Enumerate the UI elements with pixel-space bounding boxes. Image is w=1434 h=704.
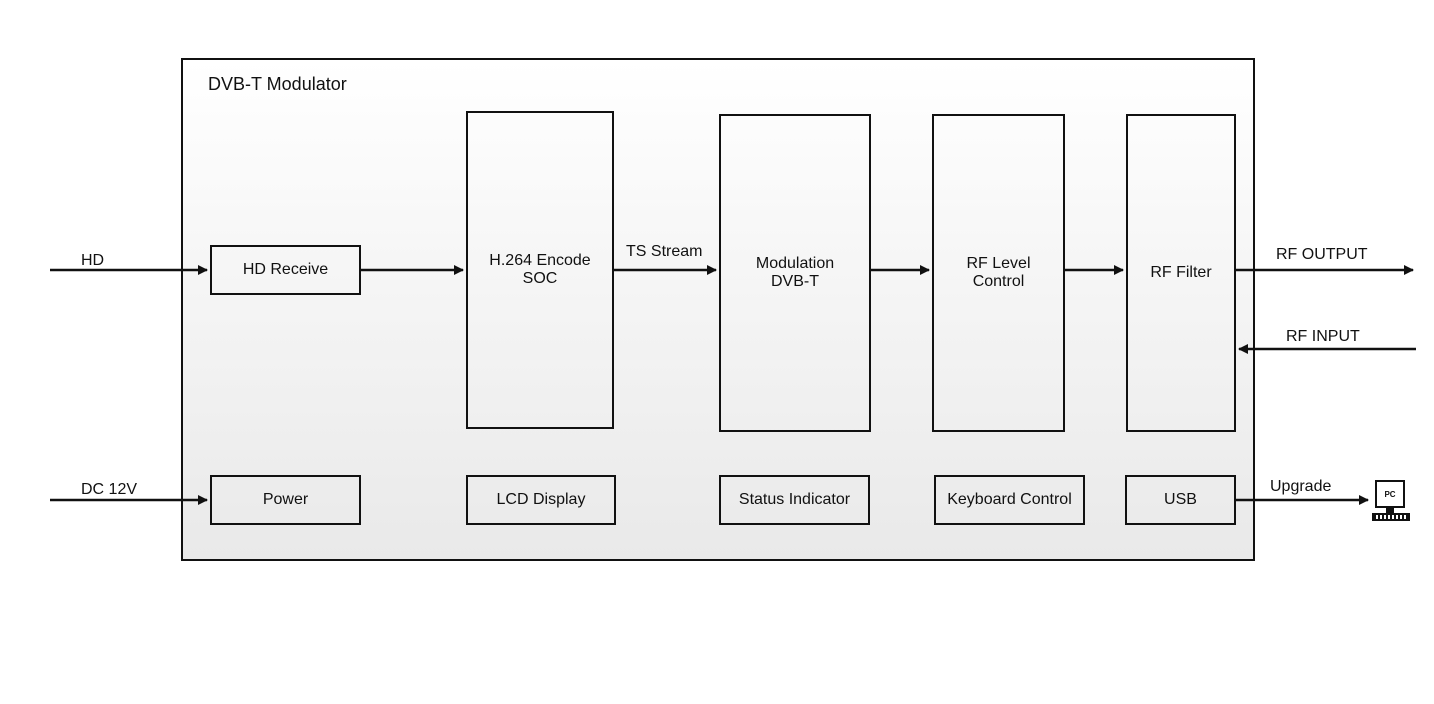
rf-level-line1: RF Level [966,255,1031,272]
pc-label: PC [1384,489,1396,499]
rf-level-line2: Control [972,273,1025,290]
pc-icon: PC [1372,480,1412,522]
diagram-title: DVB-T Modulator [208,74,347,94]
keyboard-control-label: Keyboard Control [947,491,1072,508]
h264-encode-line2: SOC [522,270,558,287]
lcd-display-label: LCD Display [496,491,586,508]
modulation-block: Modulation DVB-T [719,114,871,432]
modulation-line2: DVB-T [771,273,819,290]
rf-level-control-block: RF Level Control [932,114,1065,432]
pc-keyboard [1372,513,1410,521]
upgrade-label: Upgrade [1270,478,1332,495]
pc-screen: PC [1375,480,1405,508]
usb-label: USB [1164,491,1197,508]
modulation-line1: Modulation [755,255,835,272]
rf-output-label: RF OUTPUT [1276,246,1368,263]
keyboard-control-block: Keyboard Control [934,475,1085,525]
dc-input-label: DC 12V [81,481,138,498]
hd-receive-label: HD Receive [242,261,329,278]
rf-input-label: RF INPUT [1286,328,1360,345]
rf-level-control-label: RF Level Control [966,255,1030,291]
lcd-display-block: LCD Display [466,475,616,525]
usb-block: USB [1125,475,1236,525]
h264-encode-block: H.264 Encode SOC [466,111,614,429]
status-indicator-block: Status Indicator [719,475,870,525]
hd-receive-block: HD Receive [210,245,361,295]
h264-encode-label: H.264 Encode SOC [489,252,590,288]
power-block: Power [210,475,361,525]
h264-encode-line1: H.264 Encode [489,252,591,269]
power-label: Power [262,491,309,508]
ts-stream-label: TS Stream [626,243,703,260]
pc-stand [1386,508,1394,513]
rf-filter-block: RF Filter [1126,114,1236,432]
modulation-label: Modulation DVB-T [756,255,834,291]
status-indicator-label: Status Indicator [738,491,851,508]
rf-filter-label: RF Filter [1150,264,1212,281]
hd-input-label: HD [81,252,105,269]
